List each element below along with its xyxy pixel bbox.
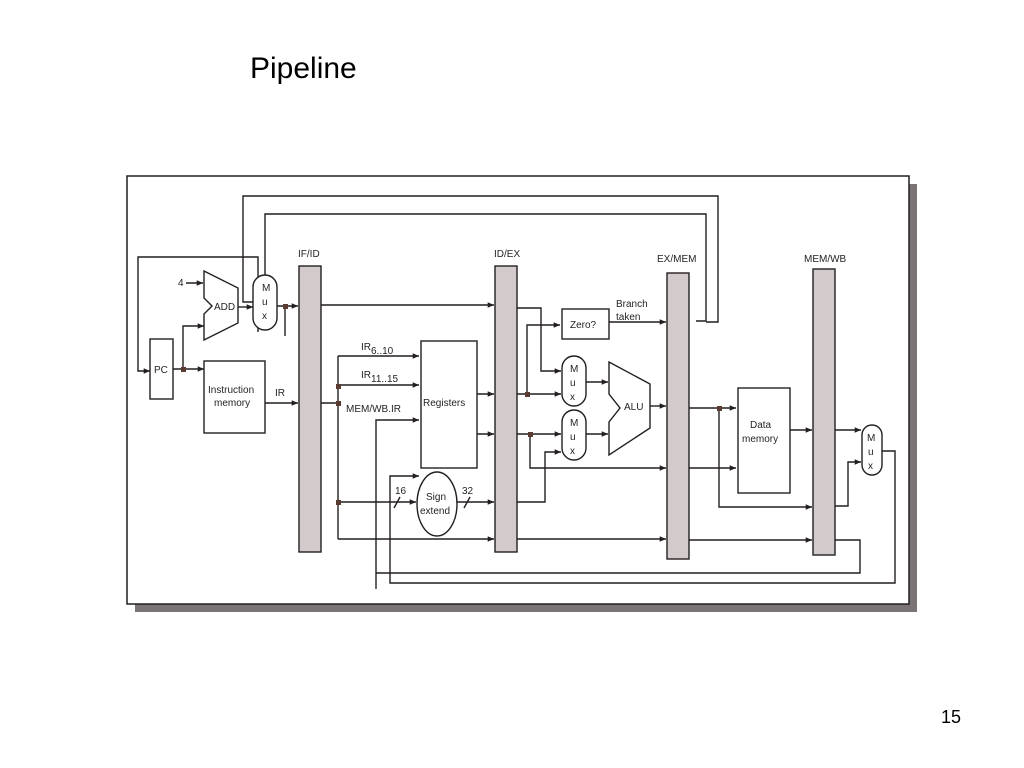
ir-label: IR (275, 388, 285, 399)
page-number: 15 (941, 707, 962, 727)
alu-mux-b-block (561, 409, 587, 461)
alu-mux-b-x: x (570, 446, 575, 457)
data-memory-label-2: memory (742, 434, 778, 445)
slide-title: Pipeline (250, 52, 357, 85)
zero-label: Zero? (570, 320, 597, 331)
if-id-label: IF/ID (298, 249, 320, 260)
pipeline-registers (298, 265, 836, 560)
data-memory-label-1: Data (750, 420, 772, 431)
pc-mux-block (252, 274, 278, 331)
blocks (149, 269, 883, 537)
instruction-memory-block (203, 360, 266, 434)
data-memory-block (737, 387, 791, 494)
alu-mux-b-m: M (570, 418, 578, 429)
wb-mux-m: M (867, 433, 875, 444)
mem-wb-register (812, 268, 836, 556)
registers-label: Registers (423, 398, 465, 409)
id-ex-register (494, 265, 518, 553)
wb-mux-u: u (868, 447, 874, 458)
alu-mux-a-block (561, 355, 587, 407)
registers-block (420, 340, 478, 469)
id-ex-label: ID/EX (494, 249, 520, 260)
pc-mux-x: x (262, 311, 267, 322)
alu-block (608, 360, 651, 457)
branch-taken-label-2: taken (616, 312, 640, 323)
add-block (203, 269, 239, 342)
ex-mem-register (666, 272, 690, 560)
add-label: ADD (214, 302, 235, 313)
width-32-label: 32 (462, 486, 474, 497)
sign-extend-block (416, 471, 458, 537)
four-label: 4 (178, 278, 184, 289)
pc-mux-m: M (262, 283, 270, 294)
sign-extend-label-2: extend (420, 506, 450, 517)
ir-rt-label: IR11..15 (361, 370, 398, 385)
wb-mux-block (861, 424, 883, 476)
alu-mux-b-u: u (570, 432, 576, 443)
junction-dots (181, 304, 722, 505)
alu-label: ALU (624, 402, 643, 413)
bus-width-slash-32 (463, 496, 471, 509)
pc-mux-u: u (262, 297, 268, 308)
if-id-register (298, 265, 322, 553)
alu-mux-a-u: u (570, 378, 576, 389)
pc-label: PC (154, 365, 168, 376)
ex-mem-label: EX/MEM (657, 254, 696, 265)
alu-mux-a-x: x (570, 392, 575, 403)
wb-mux-x: x (868, 461, 873, 472)
mem-wb-label: MEM/WB (804, 254, 847, 265)
instruction-memory-label-2: memory (214, 398, 250, 409)
mem-wb-ir-label: MEM/WB.IR (346, 404, 401, 415)
bus-width-slash-16 (393, 496, 401, 509)
alu-mux-a-m: M (570, 364, 578, 375)
ir-rs-label: IR6..10 (361, 342, 394, 357)
width-16-label: 16 (395, 486, 407, 497)
zero-block (561, 308, 610, 340)
instruction-memory-label-1: Instruction (208, 385, 254, 396)
branch-taken-label-1: Branch (616, 299, 648, 310)
pc-block (149, 338, 174, 400)
sign-extend-label-1: Sign (426, 492, 446, 503)
